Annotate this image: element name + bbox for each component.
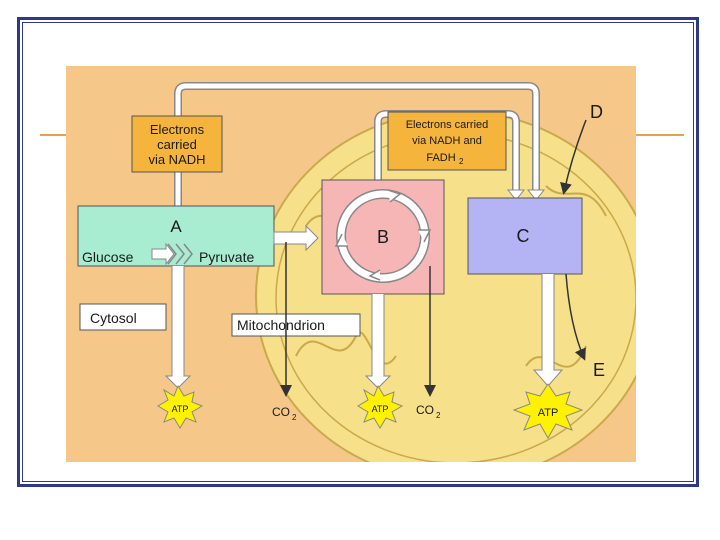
co2-label-2: CO 2 <box>416 403 441 420</box>
box-a-label: A <box>170 217 182 236</box>
label-e: E <box>565 273 605 380</box>
box-b-krebs-cycle: B <box>321 179 445 295</box>
cytosol-text: Cytosol <box>90 310 137 326</box>
co2-1-text: CO <box>272 405 290 419</box>
electrons-nadh-line-1: Electrons <box>150 122 205 137</box>
atp-arrow-1 <box>164 266 192 389</box>
co2-2-subscript: 2 <box>436 411 441 420</box>
label-d: D <box>560 102 603 195</box>
slide-inner-frame <box>22 22 694 482</box>
mitochondrion-label: Mitochondrion <box>231 313 361 337</box>
electrons-fadh-line-2: via NADH and <box>412 135 482 147</box>
co2-label-1: CO 2 <box>272 405 297 422</box>
atp-2-text: ATP <box>372 404 389 414</box>
pyruvate-to-b-arrow <box>273 224 319 252</box>
diagram-svg: Electrons carried via NADH Electrons car… <box>77 82 636 462</box>
atp-burst-2: ATP <box>357 384 404 429</box>
electrons-nadh-line-2: carried <box>157 137 197 152</box>
box-c-electron-transport: C <box>467 197 583 275</box>
electrons-nadh-label: Electrons carried via NADH <box>131 115 223 173</box>
electrons-fadh-subscript: 2 <box>459 157 464 166</box>
pyruvate-label: Pyruvate <box>199 249 254 265</box>
label-d-text: D <box>590 102 603 122</box>
co2-2-text: CO <box>416 403 434 417</box>
label-e-text: E <box>593 360 605 380</box>
electrons-fadh-line-1: Electrons carried <box>406 119 489 131</box>
nadh-transfer-arrow <box>174 82 546 384</box>
box-b-label: B <box>377 227 389 247</box>
atp-1-text: ATP <box>172 404 189 414</box>
title-accent-line-left <box>40 134 68 136</box>
atp-burst-1: ATP <box>157 384 204 429</box>
cytosol-label: Cytosol <box>79 303 167 331</box>
electrons-fadh-line-3: FADH <box>426 152 455 164</box>
title-accent-line-right <box>636 134 684 136</box>
mitochondrion-text: Mitochondrion <box>237 317 325 333</box>
cellular-respiration-diagram: Electrons carried via NADH Electrons car… <box>66 66 636 462</box>
atp-3-text: ATP <box>538 407 559 419</box>
co2-1-subscript: 2 <box>292 413 297 422</box>
electrons-nadh-fadh-label: Electrons carried via NADH and FADH 2 <box>387 111 507 171</box>
atp-burst-3: ATP <box>512 383 584 440</box>
electrons-nadh-line-3: via NADH <box>148 152 205 167</box>
box-c-label: C <box>517 226 530 246</box>
glucose-label: Glucose <box>82 249 134 265</box>
box-a-glycolysis: A Glucose Pyruvate <box>77 205 275 267</box>
